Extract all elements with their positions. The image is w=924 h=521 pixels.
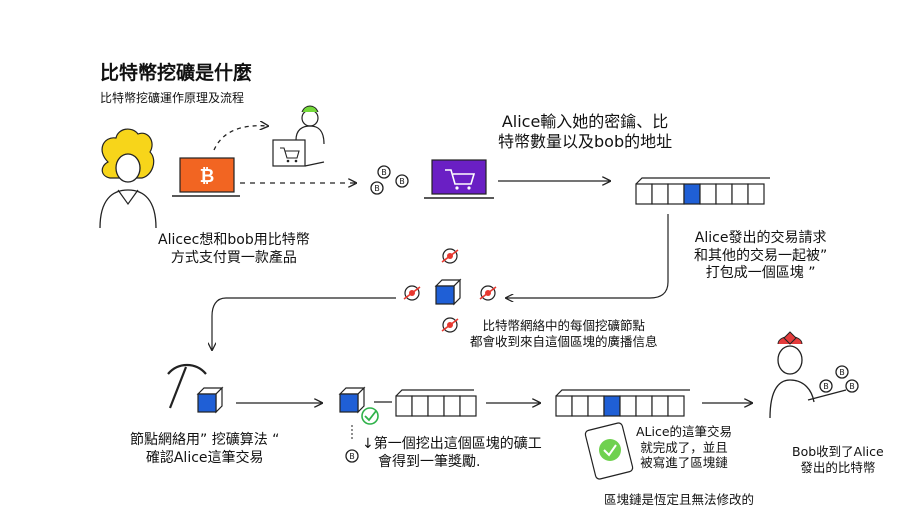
immutable-note: 區塊鏈是恆定且無法修改的 (604, 492, 755, 507)
block-cell (411, 395, 429, 417)
shopping-cart-laptop-icon (424, 159, 494, 199)
page-title: 比特幣挖礦是什麼 (100, 62, 253, 84)
step-done: ALice的這筆交易 就完成了，並且 被寫進了區塊鏈 (636, 424, 733, 471)
page-subtitle: 比特幣挖礦運作原理及流程 (100, 91, 245, 105)
block-cell (667, 183, 685, 205)
alice-figure (99, 128, 157, 229)
block-cell (667, 395, 685, 417)
block-cell (459, 395, 477, 417)
block-cell (651, 395, 669, 417)
block-cell (747, 183, 765, 205)
block-cell (587, 395, 605, 417)
bitcoin-icon: ₿ (200, 166, 215, 187)
block-cell (555, 395, 573, 417)
check-icon (361, 407, 379, 425)
block-cell (427, 395, 445, 417)
block-cell (715, 183, 733, 205)
shopkeeper-figure (272, 105, 325, 167)
pickaxe-icon (167, 363, 207, 409)
block-cell (603, 395, 621, 417)
block-cell (443, 395, 461, 417)
step-broadcast: Alice發出的交易請求 和其他的交易一起被” 打包成一個區塊 ” (694, 230, 828, 281)
step-confirm: 節點網絡用” 挖礦算法 “ 確認Alice這筆交易 (130, 432, 280, 466)
reward-coin-icon (345, 449, 359, 463)
step-alice-key: Alice輸入她的密鑰、比 特幣數量以及bob的地址 (498, 112, 673, 151)
block-cell (395, 395, 413, 417)
step-bob-received: Bob收到了Alice 發出的比特幣 (792, 444, 884, 475)
block-cell (619, 395, 637, 417)
laptop-icon: ₿ (172, 157, 240, 197)
block-queue (635, 177, 770, 205)
verified-block-icon (339, 387, 365, 413)
cube-block-icon (197, 387, 223, 413)
bitcoin-coins (370, 165, 409, 195)
block-cell (571, 395, 589, 417)
step-reward: ↓第一個挖出這個區塊的礦工 會得到一筆獎勵. (362, 436, 542, 470)
smartphone-icon (584, 422, 634, 480)
step-network: 比特幣網絡中的每個挖礦節點 都會收到來自這個區塊的廣播信息 (470, 318, 658, 349)
block-cell (635, 183, 653, 205)
block-cell (683, 183, 701, 205)
block-cell (635, 395, 653, 417)
step-alice-buy: Alicec想和bob用比特幣 方式支付買一款產品 (158, 232, 310, 266)
block-cell (699, 183, 717, 205)
bob-figure (769, 331, 847, 419)
received-bitcoin-coins (819, 365, 859, 393)
block-cell (731, 183, 749, 205)
new-block-row (395, 389, 477, 417)
blockchain-row (555, 389, 690, 417)
block-cell (651, 183, 669, 205)
